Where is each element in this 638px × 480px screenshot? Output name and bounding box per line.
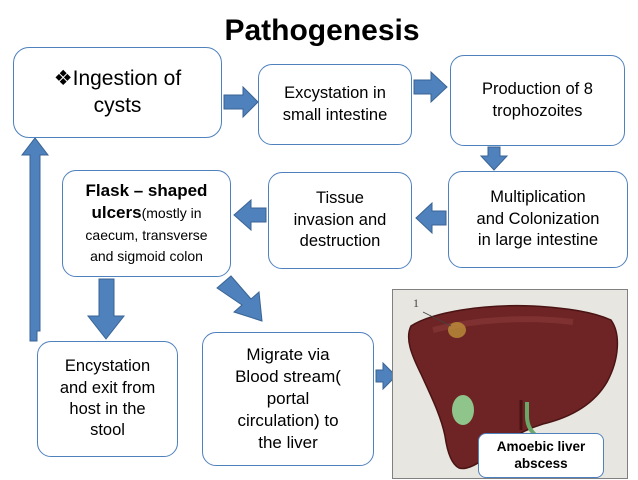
migrate-line1: Migrate via (246, 344, 330, 364)
marker-leader-line (422, 311, 452, 327)
gallbladder (452, 395, 474, 425)
step-ingestion-box: ❖Ingestion of cysts (13, 47, 222, 138)
excystation-line1: Excystation in (284, 84, 386, 103)
encystation-line4: stool (90, 421, 125, 440)
step-encystation-box: Encystation and exit from host in the st… (37, 341, 178, 457)
step-production-box: Production of 8 trophozoites (450, 55, 625, 146)
arrow-left-1 (415, 201, 447, 235)
bullet-diamond-icon: ❖ (53, 67, 73, 91)
migrate-line2: Blood stream( (235, 366, 341, 386)
step-migrate-box: Migrate via Blood stream( portal circula… (202, 332, 374, 466)
flask-title: Flask – shaped (85, 180, 208, 200)
flask-note1: (mostly in (141, 205, 202, 222)
encystation-line3: host in the (69, 400, 146, 418)
arrow-return-loop (20, 137, 50, 342)
figure-marker: 1 (413, 296, 419, 310)
liver-shape (407, 304, 619, 470)
ingestion-line1: Ingestion of (72, 67, 182, 91)
encystation-line2: and exit from (59, 378, 156, 397)
ingestion-line2: cysts (93, 93, 142, 117)
multiplication-line1: Multiplication (490, 188, 586, 207)
abscess-lesion (448, 322, 466, 338)
figure-caption: Amoebic liver abscess (478, 433, 604, 478)
step-excystation-box: Excystation in small intestine (258, 64, 412, 145)
step-tissue-invasion-box: Tissue invasion and destruction (268, 172, 412, 269)
arrow-right-1 (223, 85, 259, 119)
production-line1: Production of 8 (482, 80, 593, 99)
arrow-down-2 (86, 278, 126, 340)
migrate-line5: the liver (258, 433, 318, 453)
migrate-line4: circulation) to (237, 411, 339, 431)
arrow-down-1 (479, 146, 509, 171)
migrate-line3: portal (266, 388, 310, 408)
step-multiplication-box: Multiplication and Colonization in large… (448, 171, 628, 268)
multiplication-line2: and Colonization (476, 209, 600, 228)
arrow-right-2 (413, 70, 448, 104)
arrow-right-3 (375, 361, 397, 391)
liver-highlight (432, 316, 574, 333)
flask-ulcers: ulcers (91, 203, 142, 223)
excystation-line2: small intestine (282, 105, 388, 124)
step-flask-ulcers-box: Flask – shaped ulcers(mostly in caecum, … (62, 170, 231, 277)
arrow-diagonal (216, 275, 263, 322)
liver-illustration: 1 Amoebic liver abscess (392, 289, 628, 479)
page-title: Pathogenesis (224, 14, 420, 47)
multiplication-line3: in large intestine (477, 231, 599, 250)
flask-note2: caecum, transverse (85, 226, 208, 243)
arrow-left-2 (233, 198, 267, 232)
flask-note3: and sigmoid colon (90, 247, 203, 264)
tissue-line2: invasion and (293, 210, 387, 229)
tissue-line3: destruction (299, 232, 381, 251)
encystation-line1: Encystation (64, 357, 151, 376)
tissue-line1: Tissue (316, 189, 364, 208)
production-line2: trophozoites (492, 101, 583, 120)
